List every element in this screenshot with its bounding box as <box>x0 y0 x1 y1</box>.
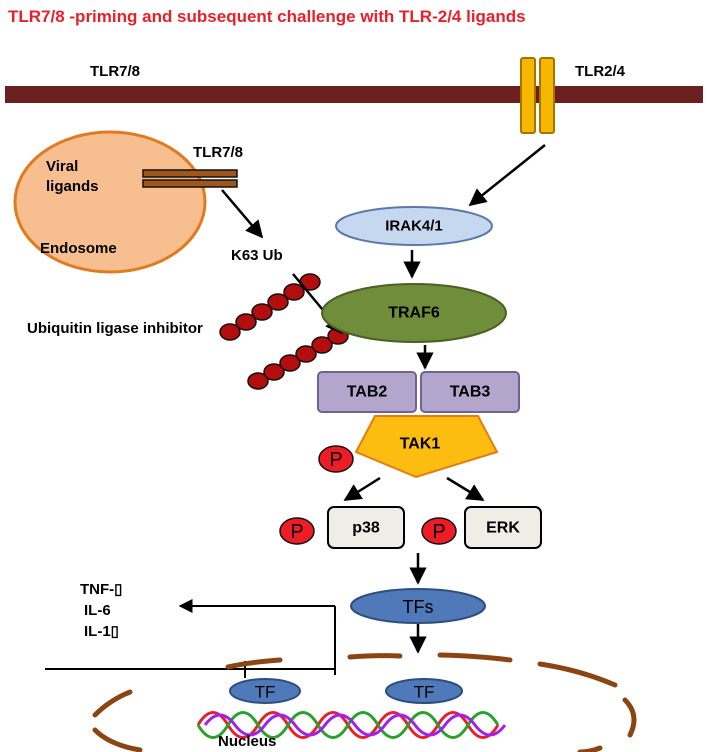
phospho-erk-label: P <box>432 521 445 543</box>
tlr24-receptor <box>520 57 555 134</box>
erk-label: ERK <box>486 520 520 537</box>
label-viral: Viral <box>46 158 78 175</box>
p38-node <box>327 506 405 549</box>
tak1-node <box>354 415 499 479</box>
endosome <box>13 130 207 274</box>
cytokine-il1: IL-1▯ <box>84 623 119 640</box>
nuclear-envelope <box>92 652 637 752</box>
tak1-label: TAK1 <box>400 436 441 453</box>
label-tlr24-membrane: TLR2/4 <box>575 63 626 80</box>
cytokine-tnf: TNF-▯ <box>80 581 122 598</box>
tab3-node <box>420 371 520 413</box>
traf6-node <box>321 283 507 343</box>
gene-output-arrow <box>45 599 336 678</box>
irak41-node <box>335 206 493 246</box>
tf-left-label: TF <box>255 683 276 702</box>
tlr78-endosome-receptor <box>142 169 238 188</box>
ubiquitin-chain-upper <box>219 273 321 341</box>
label-ligands: ligands <box>46 178 99 195</box>
plasma-membrane <box>5 86 703 103</box>
irak41-label: IRAK4/1 <box>385 218 443 235</box>
cytokine-list: TNF-▯ IL-6 IL-1▯ <box>80 581 122 640</box>
phospho-p38-label: P <box>290 521 303 543</box>
phospho-p38 <box>279 517 315 545</box>
label-tlr78-membrane: TLR7/8 <box>90 63 140 80</box>
tab2-label: TAB2 <box>347 384 388 401</box>
tab3-label: TAB3 <box>450 384 491 401</box>
tab2-node <box>317 371 417 413</box>
dna-helix <box>196 711 507 739</box>
tfs-node <box>350 588 486 624</box>
p38-label: p38 <box>352 520 380 537</box>
tfs-label: TFs <box>403 597 434 617</box>
cytokine-il6: IL-6 <box>84 602 111 619</box>
phospho-tak1-label: P <box>329 449 342 471</box>
erk-node <box>464 506 542 549</box>
label-tlr78-endosome: TLR7/8 <box>193 144 243 161</box>
tf-right-label: TF <box>414 683 435 702</box>
label-endosome: Endosome <box>40 240 117 257</box>
diagram-title: TLR7/8 -priming and subsequent challenge… <box>8 7 526 26</box>
arrow-tak1-to-p38 <box>343 476 381 502</box>
arrow-tlr78-to-k63 <box>221 189 264 239</box>
arrow-tak1-to-erk <box>446 476 485 502</box>
tf-node-left <box>229 678 301 704</box>
tf-node-right <box>385 678 463 704</box>
phospho-tak1 <box>318 445 354 473</box>
phospho-erk <box>421 517 457 545</box>
label-nucleus: Nucleus <box>218 733 276 750</box>
traf6-label: TRAF6 <box>388 305 440 322</box>
label-ubiquitin-ligase-inhibitor: Ubiquitin ligase inhibitor <box>27 320 203 337</box>
arrow-tlr24-to-irak <box>468 144 546 207</box>
label-k63-ub: K63 Ub <box>231 247 283 264</box>
